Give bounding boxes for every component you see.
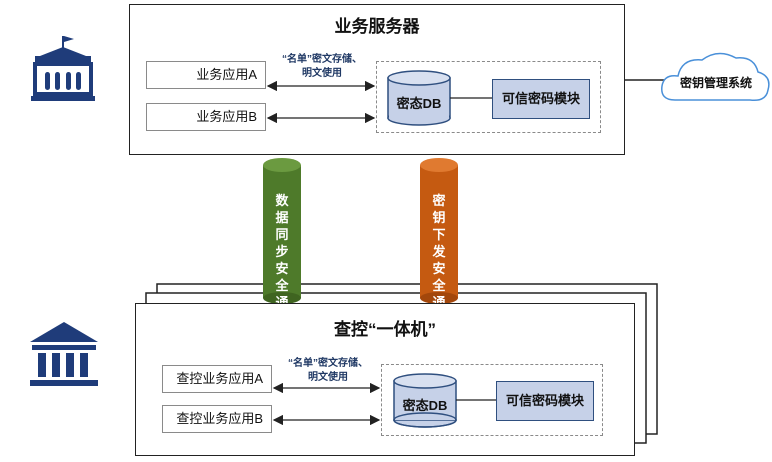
bottom-db-label: 密态DB	[402, 398, 448, 413]
inquiry-appliance-title: 查控“一体机”	[334, 320, 436, 339]
data-sync-channel-pillar	[263, 158, 301, 304]
government-building-icon	[31, 36, 95, 101]
business-app-b: 业务应用B	[146, 103, 266, 131]
cloud-icon	[661, 52, 770, 102]
key-dist-channel-pillar	[420, 158, 458, 304]
business-app-a: 业务应用A	[146, 61, 266, 89]
kms-label: 密钥管理系统	[679, 76, 752, 90]
top-storage-note-line1: “名单”密文存储、	[282, 54, 362, 65]
bottom-crypto-module: 可信密码模块	[496, 381, 594, 421]
top-db-label: 密态DB	[396, 96, 442, 111]
top-storage-note-line2: 明文使用	[302, 68, 342, 79]
top-secure-zone	[376, 61, 601, 133]
bottom-storage-note-line2: 明文使用	[308, 372, 348, 383]
bottom-secure-zone	[381, 364, 603, 436]
top-crypto-module: 可信密码模块	[492, 79, 590, 119]
inquiry-app-b: 查控业务应用B	[162, 405, 272, 433]
bank-building-icon	[30, 322, 98, 386]
inquiry-app-a: 查控业务应用A	[162, 365, 272, 393]
business-server-title: 业务服务器	[334, 17, 420, 36]
bottom-storage-note-line1: “名单”密文存储、	[288, 358, 368, 369]
